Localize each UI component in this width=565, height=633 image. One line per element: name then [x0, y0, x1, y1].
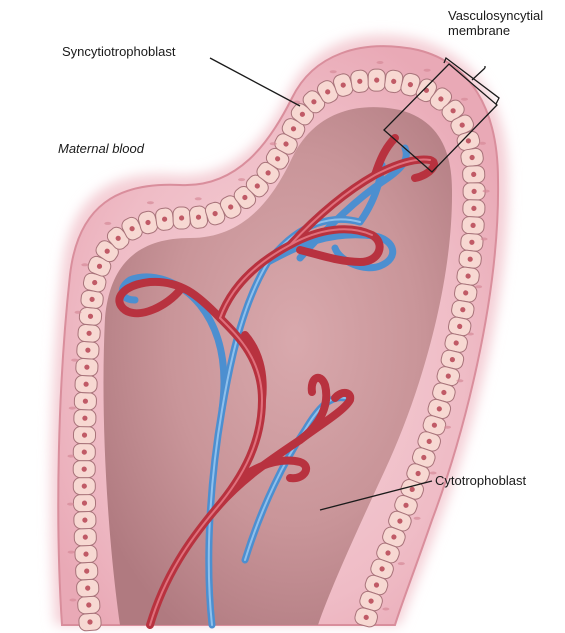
syncytial-nucleus [483, 190, 490, 193]
cell-nucleus [82, 449, 87, 454]
cytotrophoblast-label: Cytotrophoblast [435, 473, 526, 488]
vasculosyncytial-label-line2: membrane [448, 23, 543, 38]
syncytial-nucleus [330, 70, 337, 73]
syncytial-nucleus [398, 562, 405, 565]
cytotrophoblast-cell [463, 183, 485, 200]
cytotrophoblast-cell [75, 545, 98, 563]
cell-nucleus [82, 467, 87, 472]
syncytial-nucleus [382, 608, 389, 611]
syncytial-nucleus [147, 201, 154, 204]
cytotrophoblast-cell [173, 207, 190, 229]
syncytiotrophoblast-leader [210, 58, 300, 106]
cytotrophoblast-cell [74, 511, 96, 529]
cytotrophoblast-cell [74, 409, 96, 427]
cytotrophoblast-cell [73, 444, 95, 461]
cytotrophoblast-cell [462, 165, 485, 183]
cytotrophoblast-cell [78, 613, 101, 632]
syncytial-nucleus [475, 285, 482, 288]
cytotrophoblast-cell [77, 324, 100, 343]
syncytial-nucleus [479, 142, 486, 145]
syncytial-nucleus [238, 178, 245, 181]
syncytial-nucleus [68, 551, 75, 554]
cytotrophoblast-cell [462, 216, 485, 234]
cytotrophoblast-cell [350, 69, 370, 93]
syncytial-nucleus [68, 455, 75, 458]
cytotrophoblast-cell [73, 478, 95, 495]
syncytial-nucleus [481, 238, 488, 241]
syncytial-nucleus [456, 379, 463, 382]
cytotrophoblast-cell [73, 461, 95, 478]
cytotrophoblast-cell [368, 69, 385, 91]
syncytial-nucleus [69, 407, 76, 410]
cytotrophoblast-cell [75, 358, 98, 376]
cytotrophoblast-cell [74, 528, 97, 546]
cytotrophoblast-cell [80, 290, 104, 309]
cytotrophoblast-cell [458, 250, 482, 269]
cell-nucleus [82, 483, 87, 488]
cytotrophoblast-cell [456, 266, 480, 286]
syncytial-nucleus [424, 69, 431, 72]
cytotrophoblast-cell [460, 147, 484, 167]
cytotrophoblast-cell [75, 375, 98, 393]
syncytiotrophoblast-label: Syncytiotrophoblast [62, 44, 175, 59]
cytotrophoblast-cell [76, 579, 99, 597]
syncytial-nucleus [81, 263, 88, 266]
maternal-blood-label: Maternal blood [58, 141, 144, 156]
syncytial-nucleus [377, 61, 384, 64]
cytotrophoblast-cell [73, 494, 95, 511]
cell-nucleus [471, 189, 476, 194]
cytotrophoblast-cell [155, 207, 175, 231]
syncytial-nucleus [414, 517, 421, 520]
syncytial-nucleus [67, 503, 74, 506]
syncytial-nucleus [444, 426, 451, 429]
vasculosyncytial-label-line1: Vasculosyncytial [448, 8, 543, 23]
syncytial-nucleus [270, 142, 277, 145]
syncytial-nucleus [461, 98, 468, 101]
syncytial-nucleus [195, 197, 202, 200]
cytotrophoblast-cell [463, 200, 485, 218]
syncytial-nucleus [69, 599, 76, 602]
cytotrophoblast-cell [77, 596, 100, 614]
vasculosyncytial-membrane-label: Vasculosyncytial membrane [448, 8, 543, 38]
cytotrophoblast-cell [75, 562, 98, 580]
cytotrophoblast-cell [79, 307, 102, 326]
cytotrophoblast-cell [74, 392, 97, 410]
cytotrophoblast-cell [460, 233, 483, 252]
syncytial-nucleus [467, 333, 474, 336]
syncytial-nucleus [71, 359, 78, 362]
cytotrophoblast-cell [76, 341, 99, 359]
cytotrophoblast-cell [73, 426, 95, 443]
syncytial-nucleus [75, 311, 82, 314]
syncytial-nucleus [104, 222, 111, 225]
